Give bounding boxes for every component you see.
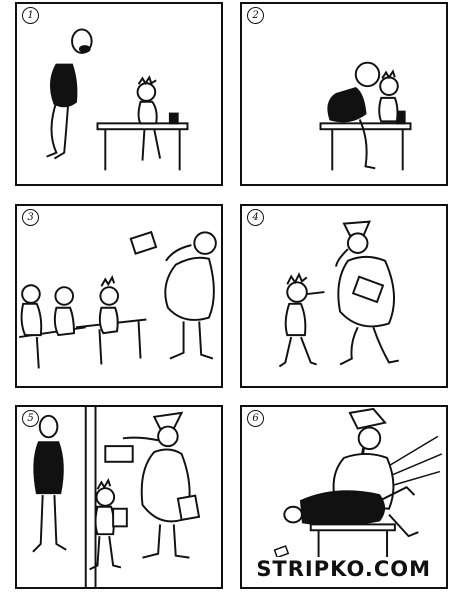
panel-5-drawing [32,407,201,587]
comic-panel-5: 5 [15,405,223,589]
teacher-figure [129,230,217,360]
comic-panel-3: 3 [15,204,223,388]
boy-figure [136,75,162,161]
teacher-figure [122,411,201,559]
comic-panel-2: 2 [240,2,448,186]
father-figure [327,61,381,170]
motion-lines [388,435,443,486]
panel-6-drawing [270,407,443,570]
father-over-knee [283,486,416,526]
panel-4-drawing [278,220,399,368]
comic-panel-4: 4 [240,204,448,388]
boy-figure [278,272,325,368]
father-figure [46,28,93,160]
panel-number: 4 [247,209,264,226]
father-figure [32,414,67,553]
pupil-figures [20,275,119,337]
boy-figure [89,477,128,571]
boy-figure [378,69,399,123]
teacher-figure [335,220,399,366]
stripko-logo: STRIPKO.COM [253,557,434,581]
panel-1-drawing [46,28,189,171]
comic-panel-6: 6 STRIPKO.COM [240,405,448,589]
panel-number: 1 [22,7,39,24]
panel-number: 5 [22,410,39,427]
doorway [84,407,134,587]
panel-2-drawing [319,61,412,171]
panel-number: 6 [247,410,264,427]
panel-3-drawing [19,230,217,369]
panel-number: 2 [247,7,264,24]
comic-panel-1: 1 [15,2,223,186]
panel-number: 3 [22,209,39,226]
